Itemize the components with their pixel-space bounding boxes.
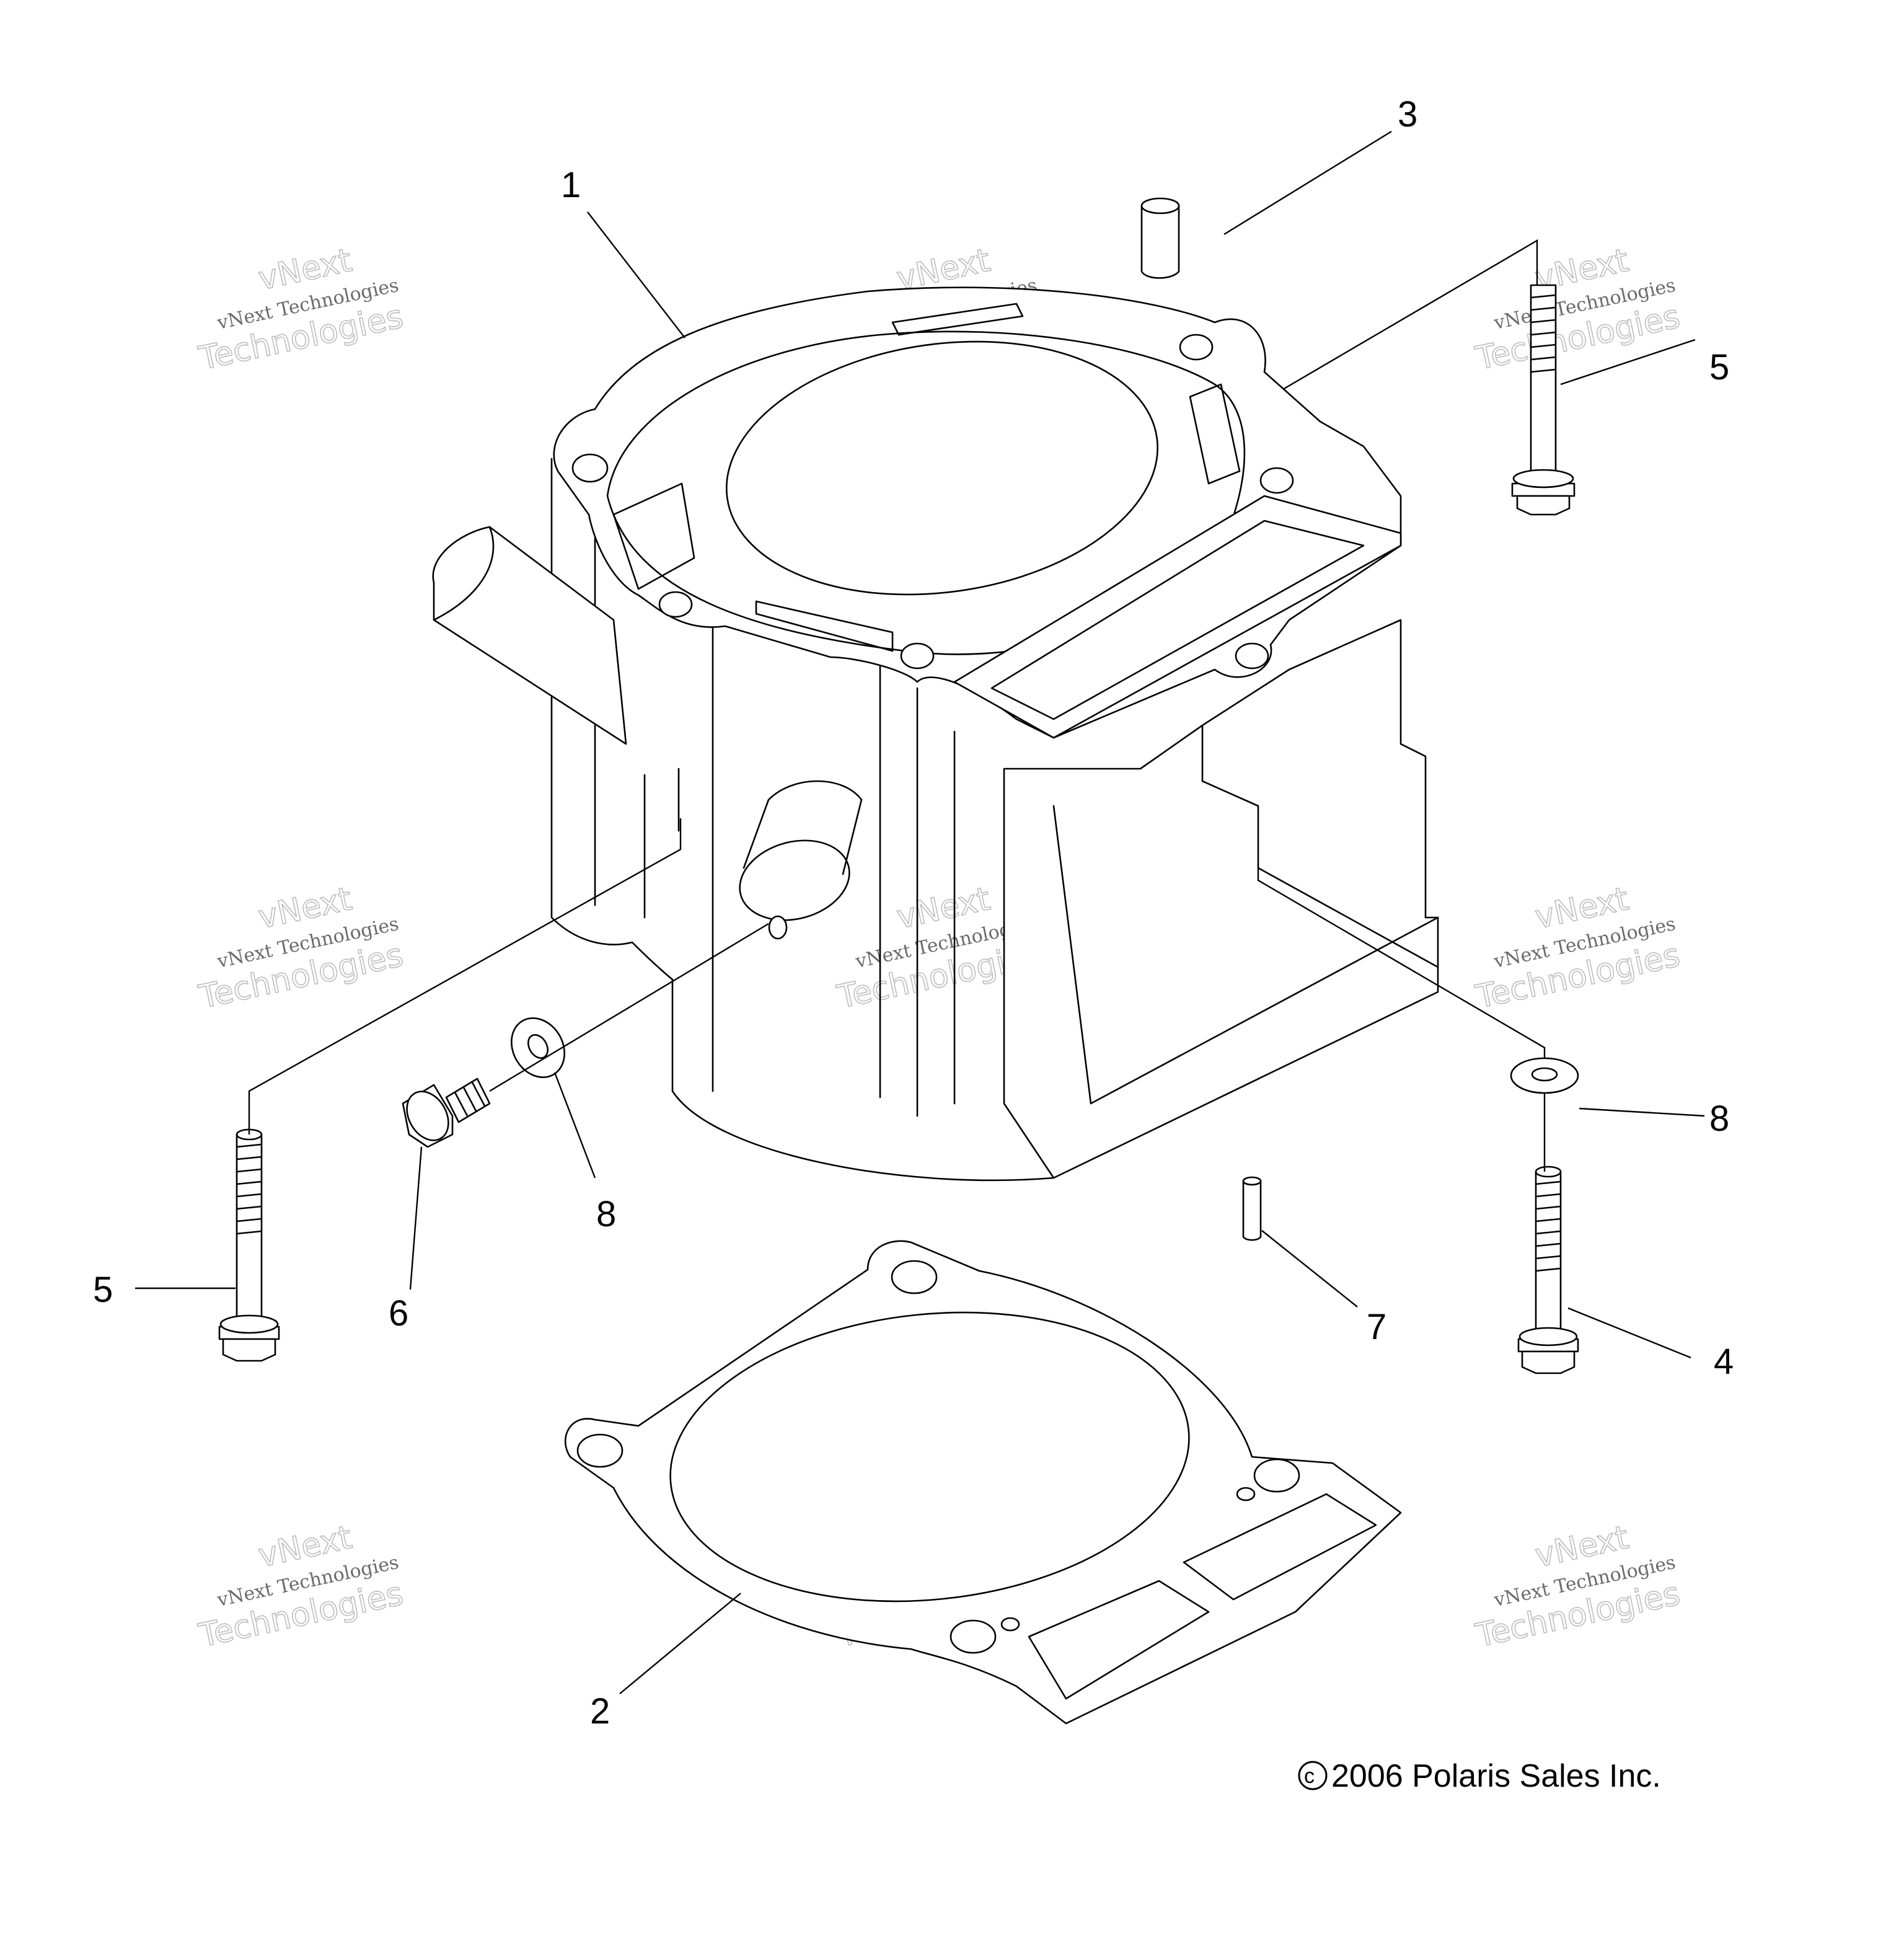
cylinder-left-body bbox=[550, 458, 674, 981]
base-gasket bbox=[564, 1240, 1402, 1725]
leader-5-right-assembly bbox=[1282, 239, 1538, 391]
base-gasket-small-hole bbox=[1000, 1617, 1020, 1632]
leader-5-right bbox=[1560, 338, 1696, 386]
base-gasket-hole bbox=[1253, 1458, 1300, 1493]
deck-bolt-hole bbox=[1235, 642, 1269, 670]
bolt-shank bbox=[1530, 284, 1557, 472]
cylinder-bore bbox=[725, 340, 1159, 596]
cam-chain-tunnel-inner bbox=[990, 520, 1365, 720]
watermark: vNext vNext Technologies Technologies bbox=[1472, 1518, 1684, 1655]
deck-slot bbox=[1189, 383, 1241, 485]
bolt-head-top bbox=[1512, 469, 1574, 489]
cam-chain-tunnel bbox=[953, 495, 1402, 739]
deck-bolt-hole bbox=[900, 642, 935, 670]
leader-4 bbox=[1567, 1307, 1691, 1359]
copyright-symbol: c bbox=[1304, 1764, 1315, 1788]
bolt-shank bbox=[236, 1133, 263, 1322]
watermark: vNext vNext Technologies Technologies bbox=[195, 241, 407, 378]
bolt-5-left bbox=[218, 1128, 280, 1362]
deck-bolt-hole bbox=[571, 453, 609, 483]
base-gasket-hole bbox=[891, 1260, 938, 1294]
cylinder-skirt bbox=[671, 978, 1055, 1182]
leader-6 bbox=[409, 1146, 423, 1290]
copyright-notice: c 2006 Polaris Sales Inc. bbox=[1298, 1758, 1661, 1794]
bolt-6-threads bbox=[454, 1081, 486, 1117]
dowel-body bbox=[1140, 205, 1180, 279]
bolt-5-right bbox=[1511, 284, 1576, 516]
watermark: vNext vNext Technologies Technologies bbox=[195, 880, 407, 1017]
leader-4-assembly bbox=[1257, 868, 1546, 1172]
bolt-6-shank bbox=[445, 1077, 491, 1123]
callout-8-left: 8 bbox=[596, 1194, 616, 1234]
base-gasket-hole bbox=[576, 1433, 624, 1468]
callout-5-right: 5 bbox=[1709, 347, 1729, 387]
intake-port bbox=[432, 526, 627, 745]
callout-7: 7 bbox=[1367, 1307, 1386, 1347]
leader-3 bbox=[1223, 130, 1392, 236]
deck-slot bbox=[891, 303, 1024, 336]
cylinder-deck-ring bbox=[606, 330, 1246, 655]
base-gasket-slot bbox=[1183, 1493, 1377, 1601]
copyright-text: 2006 Polaris Sales Inc. bbox=[1331, 1758, 1661, 1794]
base-gasket-slot bbox=[1028, 1580, 1210, 1700]
front-port-sleeve bbox=[743, 780, 863, 875]
leader-8-left bbox=[553, 1072, 596, 1179]
bolt-threads bbox=[236, 1143, 263, 1235]
pin-body bbox=[1242, 1180, 1262, 1241]
copyright-symbol-circle bbox=[1298, 1761, 1328, 1790]
cylinder-right-block-detail bbox=[1052, 724, 1439, 1105]
watermark: vNext vNext Technologies Technologies bbox=[195, 1518, 407, 1655]
leader-1 bbox=[587, 211, 685, 338]
watermark: vNext vNext Technologies Technologies bbox=[1472, 241, 1684, 378]
callout-3: 3 bbox=[1398, 94, 1417, 135]
oil-hole bbox=[768, 915, 788, 940]
watermark: vNext vNext Technologies Technologies bbox=[1472, 880, 1684, 1017]
washer-8-right bbox=[1510, 1057, 1579, 1094]
base-gasket-hole bbox=[950, 1619, 997, 1654]
bolt-threads bbox=[1530, 294, 1557, 373]
callout-8-right: 8 bbox=[1709, 1099, 1729, 1139]
bolt-6 bbox=[402, 1077, 491, 1148]
bolt-head bbox=[1521, 1350, 1576, 1374]
bolt-head-top bbox=[1518, 1327, 1578, 1347]
deck-bolt-hole bbox=[1179, 334, 1214, 361]
deck-bolt-hole bbox=[1259, 467, 1294, 494]
leader-lines bbox=[135, 130, 1705, 1694]
dowel-pin-7 bbox=[1242, 1176, 1262, 1241]
intake-port-edge bbox=[433, 526, 495, 621]
pin-top bbox=[1242, 1176, 1262, 1186]
callout-5-left: 5 bbox=[93, 1270, 113, 1310]
base-gasket-small-hole bbox=[1236, 1487, 1256, 1502]
callout-1: 1 bbox=[561, 165, 581, 205]
deck-slot bbox=[612, 482, 695, 590]
washer-8-left bbox=[510, 1017, 566, 1078]
callout-6: 6 bbox=[389, 1293, 408, 1334]
washer-inner bbox=[527, 1034, 549, 1059]
leader-8-right bbox=[1579, 1107, 1705, 1117]
bolt-4 bbox=[1517, 1166, 1579, 1374]
leader-7 bbox=[1261, 1230, 1358, 1307]
bolt-head-top bbox=[219, 1314, 279, 1334]
bolt-head bbox=[1516, 495, 1571, 516]
callout-2: 2 bbox=[590, 1691, 610, 1732]
leader-8-6-assembly bbox=[489, 922, 769, 1092]
leader-2 bbox=[619, 1593, 741, 1694]
cylinder bbox=[432, 286, 1439, 1182]
bolt-head bbox=[222, 1338, 276, 1362]
bolt-tip bbox=[1535, 1166, 1562, 1178]
base-gasket-bore bbox=[669, 1311, 1190, 1603]
dowel-top bbox=[1140, 197, 1180, 215]
callouts: 1 2 3 4 5 5 6 7 8 8 bbox=[93, 94, 1734, 1732]
callout-4: 4 bbox=[1714, 1342, 1734, 1382]
front-port-boss bbox=[739, 839, 850, 921]
deck-slot bbox=[755, 600, 894, 652]
leader-5-left-assembly bbox=[248, 818, 682, 1135]
washer-inner bbox=[1531, 1067, 1558, 1082]
cylinder-front-columns bbox=[712, 619, 956, 1117]
deck-bolt-hole bbox=[658, 591, 693, 618]
bolt-threads bbox=[1535, 1180, 1562, 1272]
bolt-6-flange bbox=[406, 1090, 449, 1141]
dowel-pin-3 bbox=[1140, 197, 1180, 279]
